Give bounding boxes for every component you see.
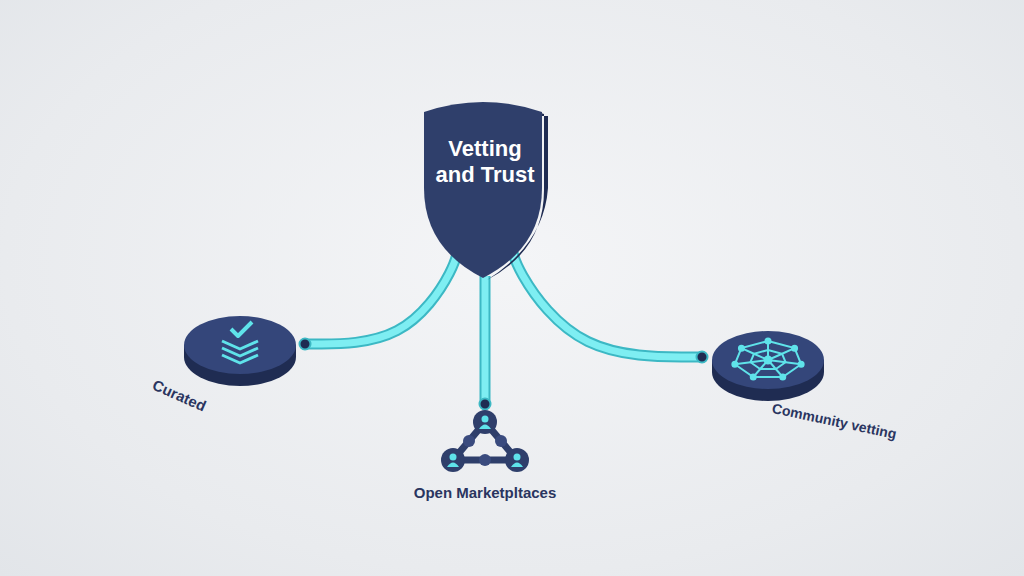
community-disc: Community vetting xyxy=(700,315,930,445)
tube-cap xyxy=(480,399,491,410)
tube-edge xyxy=(512,240,702,357)
node-label: Community vetting xyxy=(771,400,898,442)
layers-check-icon xyxy=(222,322,258,363)
tube-connector xyxy=(512,240,708,362)
tube-cap xyxy=(697,352,708,363)
tube-core xyxy=(305,240,458,344)
tube-core xyxy=(482,276,489,404)
tube-connector xyxy=(300,240,459,349)
tube-connector xyxy=(480,276,491,410)
curated-disc: Curated xyxy=(175,300,305,410)
disc xyxy=(184,316,296,386)
tube-cap xyxy=(300,339,311,350)
node-label: Vetting and Trust xyxy=(418,136,552,188)
network-polygon-icon xyxy=(732,339,803,380)
shield-node: Vetting and Trust xyxy=(418,92,552,282)
tube-core xyxy=(512,240,702,357)
tube-edge xyxy=(305,240,458,344)
disc xyxy=(712,331,824,401)
shield-face xyxy=(424,102,542,278)
network-node: Open Marketpltaces xyxy=(395,402,575,510)
node-label: Curated xyxy=(150,376,209,415)
tube-edge xyxy=(480,276,491,404)
people-network-icon xyxy=(441,410,529,472)
node-label: Open Marketpltaces xyxy=(395,484,575,501)
